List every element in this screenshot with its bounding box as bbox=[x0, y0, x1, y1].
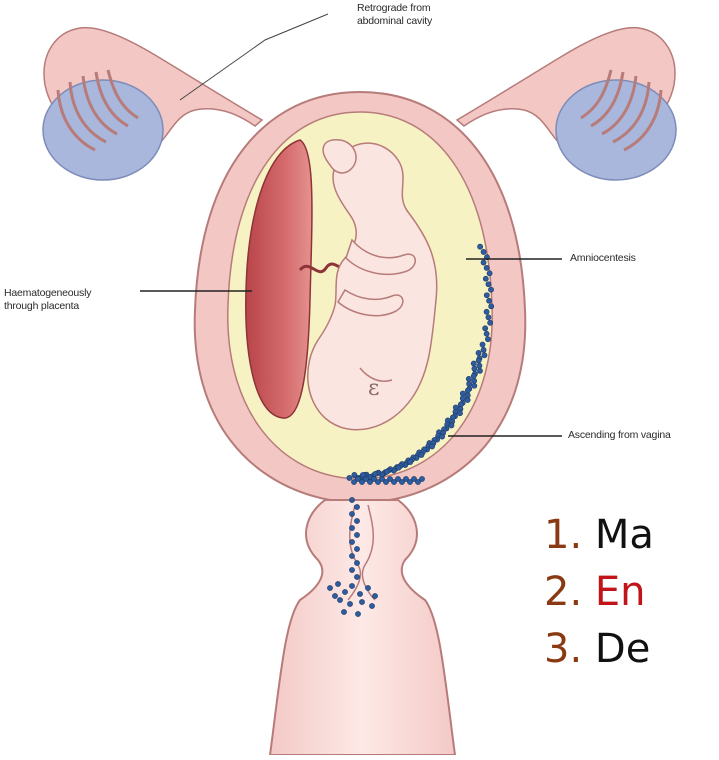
bacterium-dot bbox=[332, 593, 337, 598]
bacterium-dot bbox=[460, 391, 465, 396]
bacterium-dot bbox=[472, 366, 477, 371]
label-haematogeneous-line-2: through placenta bbox=[4, 300, 91, 313]
bacterium-dot bbox=[357, 591, 362, 596]
bacterium-dot bbox=[440, 434, 445, 439]
list-text-1: Ma bbox=[595, 512, 654, 558]
bacterium-dot bbox=[457, 411, 462, 416]
bacterium-dot bbox=[478, 244, 483, 249]
label-retrograde-line-2: abdominal cavity bbox=[357, 15, 432, 28]
label-amniocentesis: Amniocentesis bbox=[570, 252, 636, 265]
bacterium-dot bbox=[486, 282, 491, 287]
label-haematogeneous-line-1: Haematogeneously bbox=[4, 287, 91, 300]
bacterium-dot bbox=[477, 363, 482, 368]
bacterium-dot bbox=[354, 518, 359, 523]
bacterium-dot bbox=[489, 304, 494, 309]
bacterium-dot bbox=[419, 476, 424, 481]
bacterium-dot bbox=[354, 504, 359, 509]
bacterium-dot bbox=[476, 350, 481, 355]
label-retrograde: Retrograde from abdominal cavity bbox=[357, 2, 432, 28]
bacterium-dot bbox=[365, 585, 370, 590]
bacterium-dot bbox=[466, 376, 471, 381]
list-item-3: 3. De bbox=[544, 625, 650, 673]
list-number-3: 3. bbox=[544, 626, 582, 672]
bacterium-dot bbox=[335, 581, 340, 586]
bacterium-dot bbox=[349, 511, 354, 516]
bacterium-dot bbox=[372, 472, 377, 477]
bacterium-dot bbox=[372, 593, 377, 598]
bacterium-dot bbox=[449, 423, 454, 428]
bacterium-dot bbox=[477, 368, 482, 373]
bacterium-dot bbox=[481, 260, 486, 265]
bacterium-dot bbox=[342, 589, 347, 594]
bacterium-dot bbox=[355, 611, 360, 616]
bacterium-dot bbox=[354, 532, 359, 537]
bacterium-dot bbox=[487, 271, 492, 276]
bacterium-dot bbox=[481, 347, 486, 352]
bacterium-dot bbox=[354, 560, 359, 565]
bacterium-dot bbox=[337, 597, 342, 602]
bacterium-dot bbox=[327, 585, 332, 590]
bacterium-dot bbox=[471, 361, 476, 366]
bacterium-dot bbox=[481, 249, 486, 254]
bacterium-dot bbox=[482, 353, 487, 358]
list-item-1: 1. Ma bbox=[544, 511, 654, 559]
bacterium-dot bbox=[429, 444, 434, 449]
bacterium-dot bbox=[349, 567, 354, 572]
bacterium-dot bbox=[465, 397, 470, 402]
bacterium-dot bbox=[465, 388, 470, 393]
bacterium-dot bbox=[354, 574, 359, 579]
bacterium-dot bbox=[484, 265, 489, 270]
bacterium-dot bbox=[396, 465, 401, 470]
bacterium-dot bbox=[484, 331, 489, 336]
bacterium-dot bbox=[471, 373, 476, 378]
bacterium-dot bbox=[349, 553, 354, 558]
list-text-2: En bbox=[595, 569, 646, 615]
bacterium-dot bbox=[349, 497, 354, 502]
svg-text:ε: ε bbox=[368, 376, 379, 401]
bacterium-dot bbox=[483, 326, 488, 331]
bacterium-dot bbox=[486, 298, 491, 303]
bacterium-dot bbox=[349, 583, 354, 588]
label-haematogeneous: Haematogeneously through placenta bbox=[4, 287, 91, 313]
bacterium-dot bbox=[486, 315, 491, 320]
bacterium-dot bbox=[472, 383, 477, 388]
bacterium-dot bbox=[484, 293, 489, 298]
bacterium-dot bbox=[419, 452, 424, 457]
list-number-2: 2. bbox=[544, 569, 582, 615]
bacterium-dot bbox=[483, 276, 488, 281]
bacterium-dot bbox=[408, 459, 413, 464]
bacterium-dot bbox=[347, 475, 352, 480]
list-number-1: 1. bbox=[544, 512, 582, 558]
list-text-3: De bbox=[595, 626, 650, 672]
bacterium-dot bbox=[484, 309, 489, 314]
bacterium-dot bbox=[488, 320, 493, 325]
bacterium-dot bbox=[347, 601, 352, 606]
bacterium-dot bbox=[488, 287, 493, 292]
bacterium-dot bbox=[476, 358, 481, 363]
label-ascending: Ascending from vagina bbox=[568, 429, 671, 442]
bacterium-dot bbox=[359, 599, 364, 604]
bacterium-dot bbox=[472, 378, 477, 383]
bacterium-dot bbox=[349, 539, 354, 544]
bacterium-dot bbox=[349, 525, 354, 530]
bacterium-dot bbox=[354, 546, 359, 551]
bacterium-dot bbox=[384, 469, 389, 474]
bacterium-dot bbox=[485, 337, 490, 342]
bacterium-dot bbox=[480, 342, 485, 347]
label-retrograde-line-1: Retrograde from bbox=[357, 2, 432, 15]
cervix-vagina bbox=[270, 500, 455, 755]
bacterium-dot bbox=[341, 609, 346, 614]
list-item-2: 2. En bbox=[544, 568, 646, 616]
bacterium-dot bbox=[467, 381, 472, 386]
bacterium-dot bbox=[369, 603, 374, 608]
